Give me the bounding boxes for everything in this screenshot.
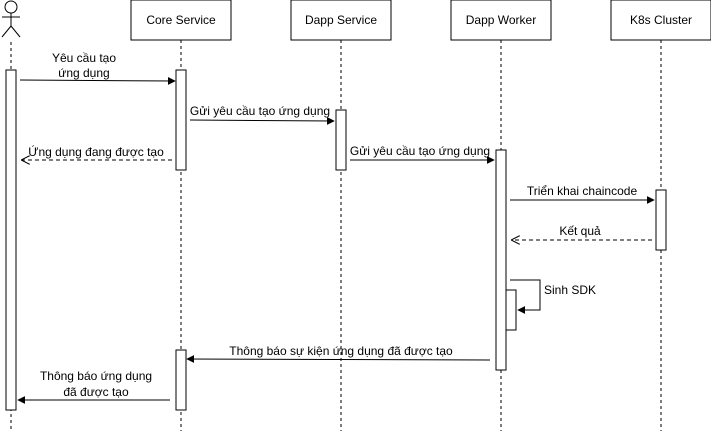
message-label-send-to-worker: Gửi yêu cầu tạo ứng dụng	[350, 144, 490, 158]
message-label-request-create-2: ứng dụng	[58, 66, 109, 80]
message-label-send-to-dapp: Gửi yêu cầu tạo ứng dụng	[190, 104, 330, 118]
message-label-generate-sdk: Sinh SDK	[544, 283, 596, 297]
participant-k8s: K8s Cluster	[610, 0, 711, 41]
user-actor-icon	[1, 0, 21, 38]
participant-worker: Dapp Worker	[450, 0, 552, 41]
message-label-notify-created-2: đã được tạo	[63, 385, 129, 399]
participant-label-core: Core Service	[146, 13, 216, 27]
participant-box-dapp	[290, 0, 392, 41]
participant-box-worker	[450, 0, 552, 41]
message-label-deploy-chaincode: Triển khai chaincode	[527, 184, 638, 198]
message-label-request-create-1: Yêu cầu tạo	[52, 51, 116, 65]
message-arrow-notify-event	[186, 355, 491, 364]
message-arrow-generate-sdk	[510, 279, 541, 314]
participant-box-core	[130, 0, 232, 41]
activation-core-1	[175, 69, 187, 171]
participant-label-dapp: Dapp Service	[305, 13, 377, 27]
activation-k8s	[655, 189, 667, 251]
participant-box-k8s	[610, 0, 711, 41]
activation-user	[5, 69, 17, 411]
activation-worker	[495, 149, 507, 371]
activation-dapp	[335, 109, 347, 171]
participant-label-worker: Dapp Worker	[466, 13, 536, 27]
message-label-notify-created-1: Thông báo ứng dụng	[40, 369, 152, 383]
activation-worker-self	[505, 289, 517, 331]
message-label-creating: Ứng dụng đang được tạo	[28, 144, 164, 159]
participant-label-k8s: K8s Cluster	[630, 13, 692, 27]
message-label-notify-event: Thông báo sự kiện ứng dụng đã được tạo	[229, 344, 453, 358]
participant-core: Core Service	[130, 0, 232, 41]
message-arrow-request-create	[19, 76, 176, 85]
participant-dapp: Dapp Service	[290, 0, 392, 41]
message-label-result: Kết quả	[559, 224, 601, 238]
message-arrow-send-to-dapp	[189, 116, 335, 125]
activation-core-2	[175, 349, 187, 411]
